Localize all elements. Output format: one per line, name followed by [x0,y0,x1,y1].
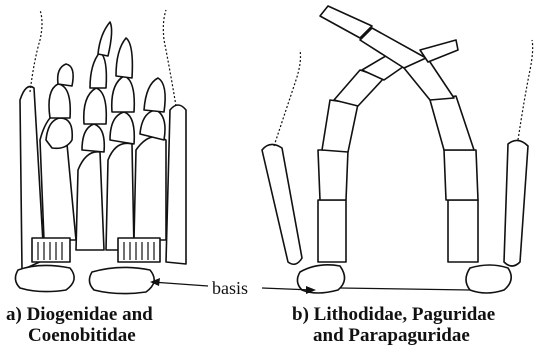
a-center-left-carpus [82,124,104,152]
figure-a-maxillipeds [15,10,186,294]
a-center-right-merus [106,143,134,250]
basis-label: basis [212,278,248,299]
b-right-claw [320,6,372,38]
caption-a-line1: a) Diogenidae and [6,304,153,325]
b-right-propodus [430,96,474,150]
b-right-exopod [504,140,528,266]
a-center-left-tip [98,22,112,56]
caption-b-line2: and Parapaguridae [313,325,470,346]
b-left-propodus [322,100,358,152]
a-right-merus [134,137,166,240]
a-left-propodus [49,84,70,118]
a-left-dactyl [58,64,73,86]
caption-a-line2: Coenobitidae [28,325,136,346]
a-right-basis [89,267,154,293]
caption-b-line1: b) Lithodidae, Paguridae [292,304,495,325]
a-center-right-dactyl [116,38,132,78]
a-center-right-carpus [110,112,134,144]
b-left-flagellum [274,50,301,146]
b-sternum-line [340,288,470,290]
a-right-exopod [166,105,186,264]
b-right-carpus [444,150,478,200]
b-left-exopod [262,144,302,264]
a-center-left-dactyl [90,52,106,88]
a-center-left-merus [76,152,104,250]
a-left-flagellum [30,10,42,92]
b-right-flagellum [518,40,533,140]
a-right-propodus [144,78,165,112]
b-right-merus [448,200,478,262]
figure-b-maxillipeds [262,6,533,293]
a-right-carpus [140,110,165,140]
a-left-basis [15,265,74,291]
a-center-left-propodus [84,88,107,124]
b-left-basis [297,265,344,293]
a-center-right-propodus [112,76,135,112]
b-right-claw-hook [420,40,458,62]
b-left-carpus [318,150,348,200]
b-right-basis [466,265,511,293]
b-left-merus [318,200,346,262]
